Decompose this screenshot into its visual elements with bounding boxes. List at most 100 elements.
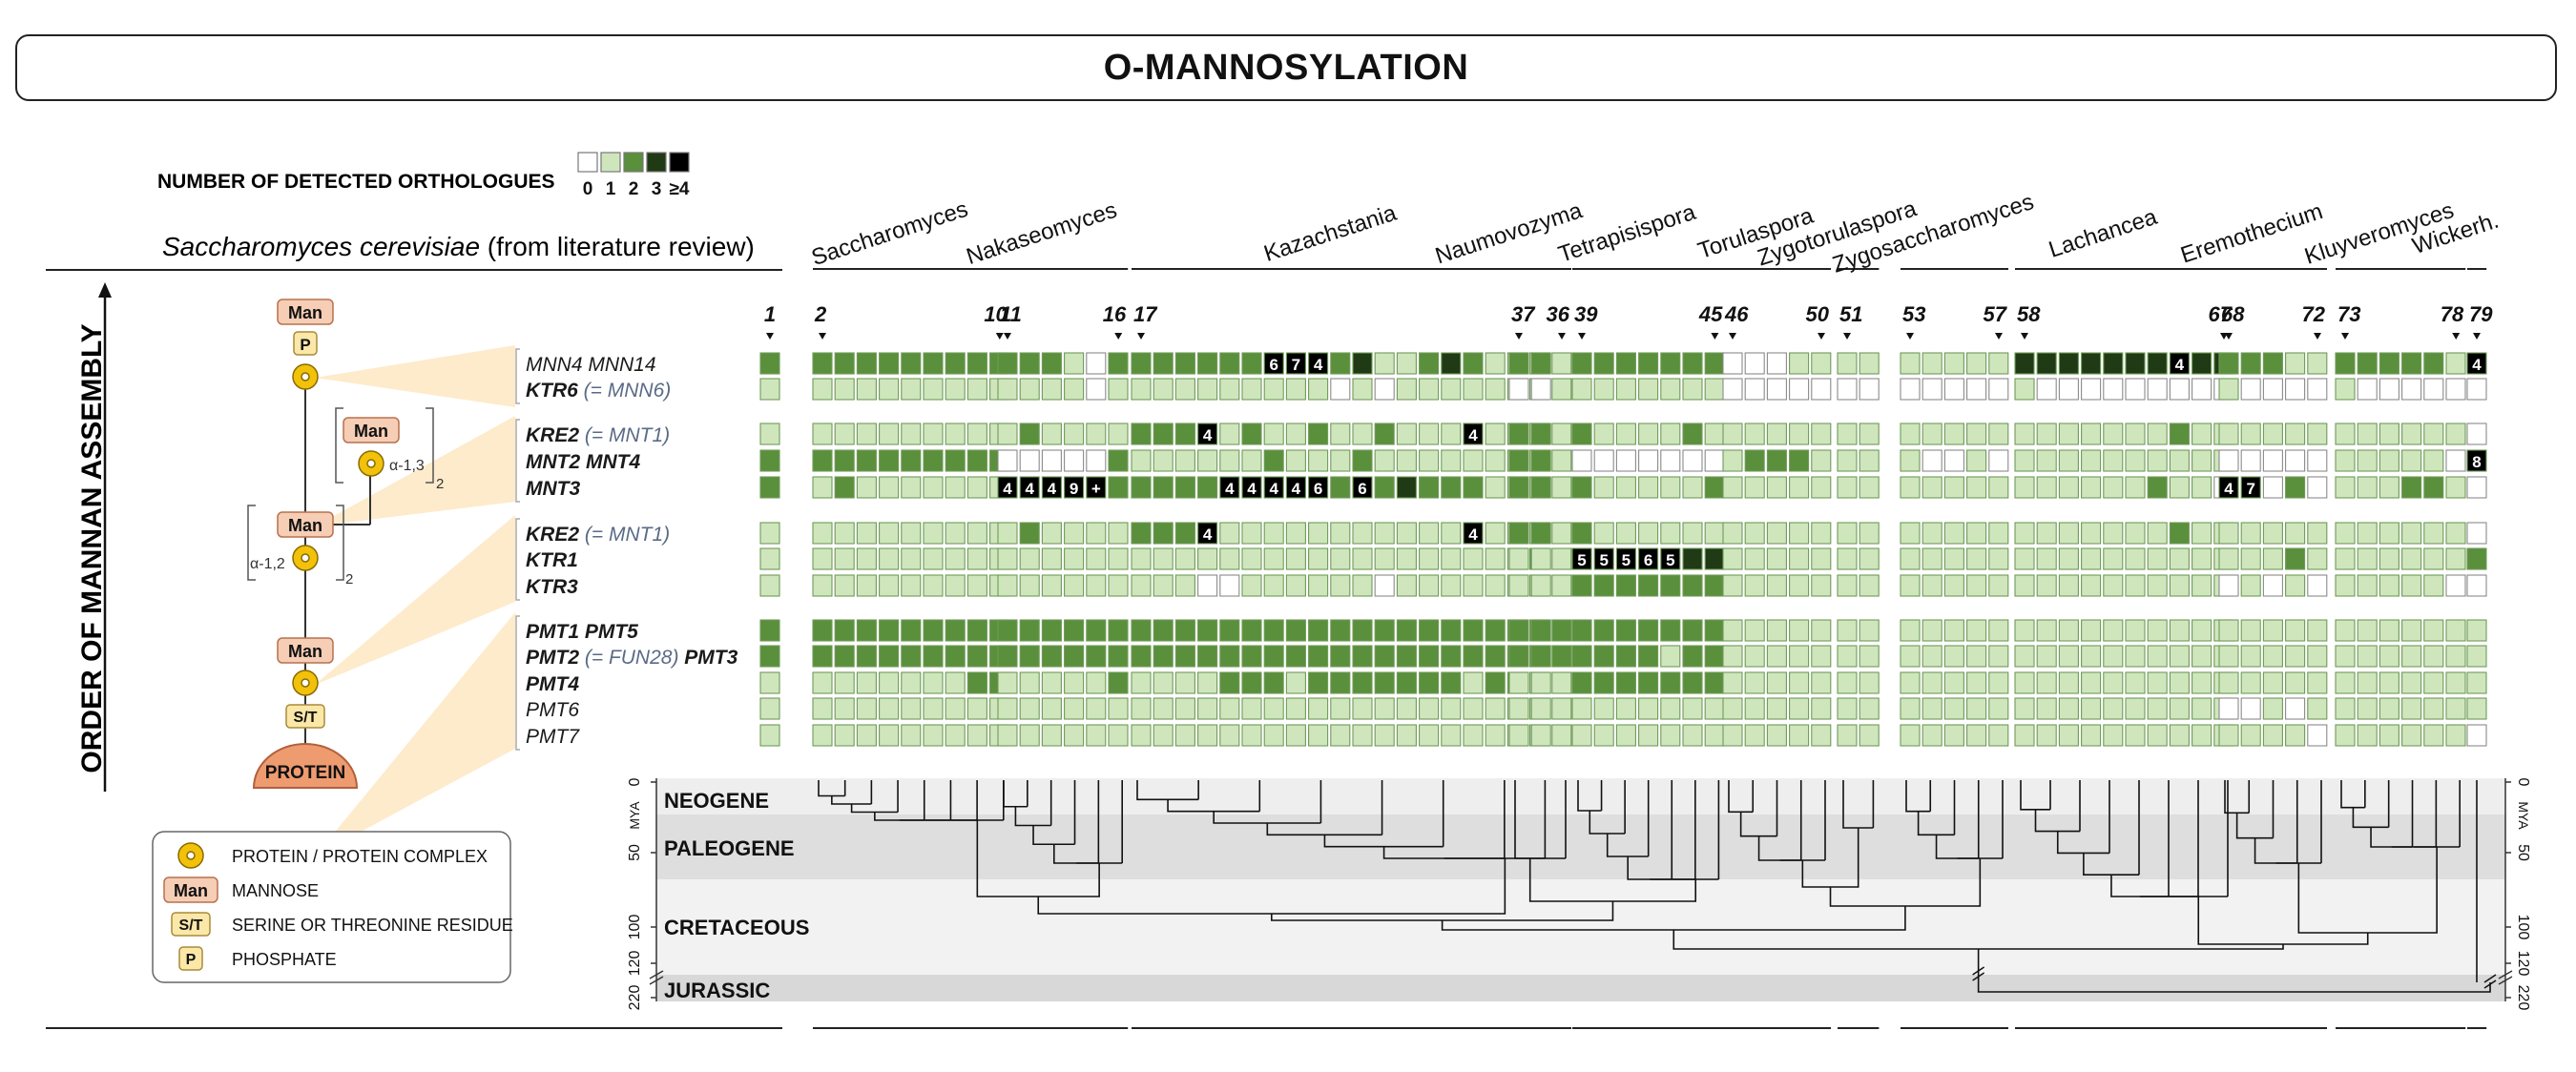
grid-cell: [2379, 671, 2399, 694]
grid-cell: [1859, 423, 1880, 445]
grid-cell: [1308, 574, 1329, 597]
grid-cell: [1330, 645, 1351, 668]
grid-cell: [2240, 724, 2261, 747]
grid-cell: [1019, 423, 1040, 445]
grid-cell: [2262, 645, 2283, 668]
grid-cell: [2218, 522, 2239, 545]
grid-cell: [1396, 724, 1417, 747]
mannose-icon: [163, 876, 218, 903]
column-number: 78: [2441, 302, 2464, 326]
column-marker: [1137, 333, 1145, 340]
grid-cell: [1419, 547, 1440, 570]
cell-count: 4: [1269, 480, 1278, 498]
grid-cell: [2169, 619, 2190, 642]
grid-cell: [1530, 352, 1551, 375]
column-number: 46: [1724, 302, 1749, 326]
grid-cell: [856, 671, 877, 694]
grid-cell: [1131, 352, 1152, 375]
grid-cell: [1241, 522, 1262, 545]
gene-label: KRE2 (= MNT1): [526, 524, 670, 546]
grid-cell: [2125, 352, 2146, 375]
tree-branch: [1842, 780, 1874, 829]
grid-cell: [1330, 547, 1351, 570]
tree-branch: [1003, 780, 1028, 808]
grid-cell: [2379, 423, 2399, 445]
grid-cell: [1988, 352, 2009, 375]
grid-cell: [2169, 574, 2190, 597]
grid-cell: [1638, 378, 1659, 401]
grid-cell: [1441, 574, 1462, 597]
grid-cell: [1153, 697, 1174, 720]
grid-cell: [2285, 547, 2306, 570]
grid-cell: [1197, 378, 1218, 401]
grid-cell: [856, 423, 877, 445]
grid-cell: [1660, 522, 1681, 545]
grid-cell: [2058, 522, 2079, 545]
unit-label-right: MYA: [2516, 801, 2531, 830]
grid-cell: [2307, 574, 2328, 597]
gene-label: KTR6 (= MNN6): [526, 380, 671, 402]
grid-cell: [2357, 574, 2378, 597]
phosphate-icon: [178, 946, 203, 971]
grid-cell: [2192, 352, 2212, 375]
grid-cell: [1988, 449, 2009, 472]
grid-cell: [1153, 547, 1174, 570]
grid-cell: [2285, 522, 2306, 545]
grid-cell: [1966, 619, 1987, 642]
grid-cell: [1285, 522, 1306, 545]
grid-cell: [1463, 574, 1484, 597]
grid-cell: [2125, 697, 2146, 720]
column-marker: [2452, 333, 2461, 340]
grid-cell: [945, 352, 966, 375]
tick-label-left: 100: [627, 915, 643, 940]
grid-cell: [2357, 378, 2378, 401]
grid-cell: [2357, 476, 2378, 499]
gene-label: MNN4 MNN14: [526, 354, 656, 376]
grid-cell: [1485, 476, 1506, 499]
grid-cell: [997, 423, 1018, 445]
grid-cell: [2357, 697, 2378, 720]
grid-cell: [1086, 378, 1107, 401]
grid-cell: [1638, 645, 1659, 668]
grid-cell: [1811, 449, 1832, 472]
grid-cell: [2147, 671, 2168, 694]
grid-cell: [1108, 645, 1129, 668]
grid-cell: [856, 352, 877, 375]
grid-cell: [1374, 619, 1395, 642]
grid-cell: [1285, 449, 1306, 472]
grid-cell: [1108, 423, 1129, 445]
grid-cell: [1131, 476, 1152, 499]
legend-count-1: 1: [606, 179, 616, 199]
tick-label-right: 220: [2515, 985, 2531, 1011]
grid-cell: [2014, 476, 2035, 499]
grid-cell: [2285, 645, 2306, 668]
grid-cell: [1019, 619, 1040, 642]
grid-cell: [2262, 352, 2283, 375]
grid-cell: [1766, 574, 1787, 597]
grid-cell: [2445, 449, 2466, 472]
grid-cell: [2058, 547, 2079, 570]
grid-cell: [1508, 547, 1529, 570]
cell-count: 4: [2175, 356, 2185, 374]
grid-cell: [1041, 423, 1062, 445]
grid-cell: [1966, 476, 1987, 499]
grid-cell: [1019, 574, 1040, 597]
grid-cell: [1571, 352, 1592, 375]
grid-cell: [1374, 522, 1395, 545]
grid-cell: [1330, 697, 1351, 720]
grid-cell: [1041, 724, 1062, 747]
grid-cell: [966, 423, 987, 445]
grid-cell: [856, 645, 877, 668]
grid-cell: [1219, 476, 1240, 499]
era-band-cretaceous: [656, 879, 2505, 975]
era-band-neogene: [656, 778, 2505, 814]
era-band-paleogene: [656, 814, 2505, 879]
grid-cell: [1615, 378, 1636, 401]
column-marker: [819, 333, 826, 340]
legend-swatch-2: [623, 152, 644, 173]
legend-swatch-label: ≥4: [697, 158, 712, 173]
grid-cell: [997, 697, 1018, 720]
grid-cell: [1593, 423, 1614, 445]
grid-cell: [1593, 574, 1614, 597]
grid-cell: [1285, 423, 1306, 445]
